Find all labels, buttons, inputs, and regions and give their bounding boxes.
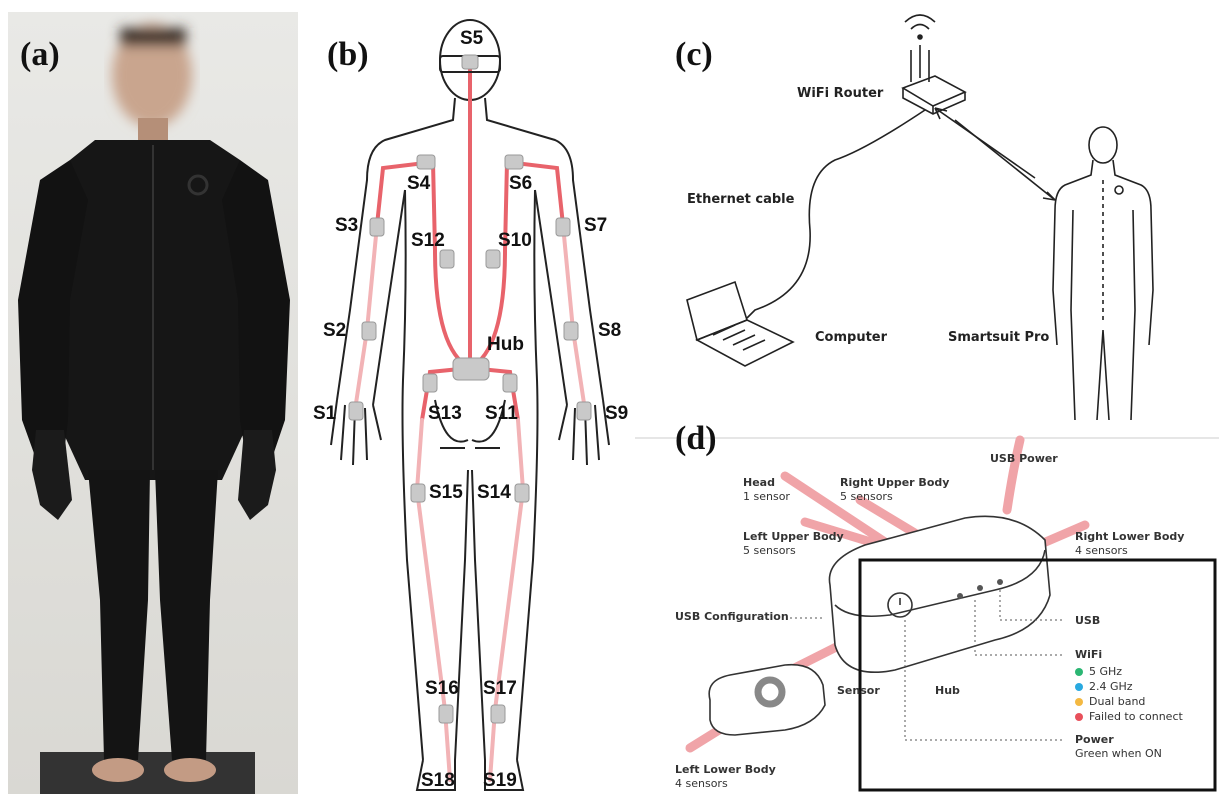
panel-c: (c) WiFi Router Ethernet cable Computer … xyxy=(635,0,1219,430)
right-upper-label: Right Upper Body xyxy=(840,476,949,489)
right-lower-label: Right Lower Body xyxy=(1075,530,1184,543)
sensor-label-s6: S6 xyxy=(509,173,532,195)
sensor-label-s18: S18 xyxy=(421,770,455,792)
sensor-label-s8: S8 xyxy=(598,320,621,342)
sensor-label-s12: S12 xyxy=(411,230,445,252)
panel-label-a: (a) xyxy=(20,36,60,74)
panel-label-c: (c) xyxy=(675,36,713,74)
sensor-label-s5: S5 xyxy=(460,28,483,50)
right-lower-count: 4 sensors xyxy=(1075,544,1128,557)
usb-label: USB xyxy=(1075,614,1100,627)
sensor-label-s10: S10 xyxy=(498,230,532,252)
sensor-label-s14: S14 xyxy=(477,482,511,504)
panel-b: (b) S5 S4 S6 S3 S7 S12 S10 S2 S8 Hub S1 … xyxy=(305,0,635,794)
sensor-label-s9: S9 xyxy=(605,403,628,425)
left-lower-count: 4 sensors xyxy=(675,777,728,790)
smartsuit-label: Smartsuit Pro xyxy=(948,330,1049,345)
yellow-dot-icon xyxy=(1075,698,1083,706)
power-label: Power xyxy=(1075,733,1114,746)
ethernet-cable-label: Ethernet cable xyxy=(687,192,794,207)
hub-label: Hub xyxy=(935,684,960,697)
wifi-router-label: WiFi Router xyxy=(797,86,883,101)
wifi-5ghz: 5 GHz xyxy=(1075,665,1122,678)
sensor-label-s19: S19 xyxy=(483,770,517,792)
head-count: 1 sensor xyxy=(743,490,790,503)
sensor-label-s4: S4 xyxy=(407,173,430,195)
panel-label-d: (d) xyxy=(675,420,717,458)
computer-label: Computer xyxy=(815,330,887,345)
right-upper-count: 5 sensors xyxy=(840,490,893,503)
wifi-label: WiFi xyxy=(1075,648,1102,661)
sensor-label-hub: Hub xyxy=(487,334,524,356)
red-dot-icon xyxy=(1075,713,1083,721)
sensor-label-s1: S1 xyxy=(313,403,336,425)
usb-config-label: USB Configuration xyxy=(675,610,789,623)
sensor-body-diagram xyxy=(305,0,635,794)
sensor-label-s7: S7 xyxy=(584,215,607,237)
panel-a: (a) xyxy=(0,0,305,794)
wifi-fail: Failed to connect xyxy=(1075,710,1183,723)
wifi-24ghz: 2.4 GHz xyxy=(1075,680,1133,693)
sensor-label-s16: S16 xyxy=(425,678,459,700)
panel-d: (d) USB Power Head 1 sensor Right Upper … xyxy=(635,430,1219,794)
sensor-label-s11: S11 xyxy=(485,403,518,425)
sensor-label-s15: S15 xyxy=(429,482,463,504)
left-lower-label: Left Lower Body xyxy=(675,763,776,776)
usb-power-label: USB Power xyxy=(990,452,1058,465)
green-dot-icon xyxy=(1075,668,1083,676)
head-label: Head xyxy=(743,476,775,489)
network-diagram xyxy=(635,0,1219,430)
left-upper-count: 5 sensors xyxy=(743,544,796,557)
sensor-label-s3: S3 xyxy=(335,215,358,237)
suit-photo xyxy=(0,0,305,794)
wifi-dual: Dual band xyxy=(1075,695,1145,708)
blue-dot-icon xyxy=(1075,683,1083,691)
sensor-label-s13: S13 xyxy=(428,403,462,425)
panel-label-b: (b) xyxy=(327,36,369,74)
left-upper-label: Left Upper Body xyxy=(743,530,844,543)
sensor-label: Sensor xyxy=(837,684,880,697)
sensor-label-s2: S2 xyxy=(323,320,346,342)
power-note: Green when ON xyxy=(1075,747,1162,760)
sensor-label-s17: S17 xyxy=(483,678,517,700)
